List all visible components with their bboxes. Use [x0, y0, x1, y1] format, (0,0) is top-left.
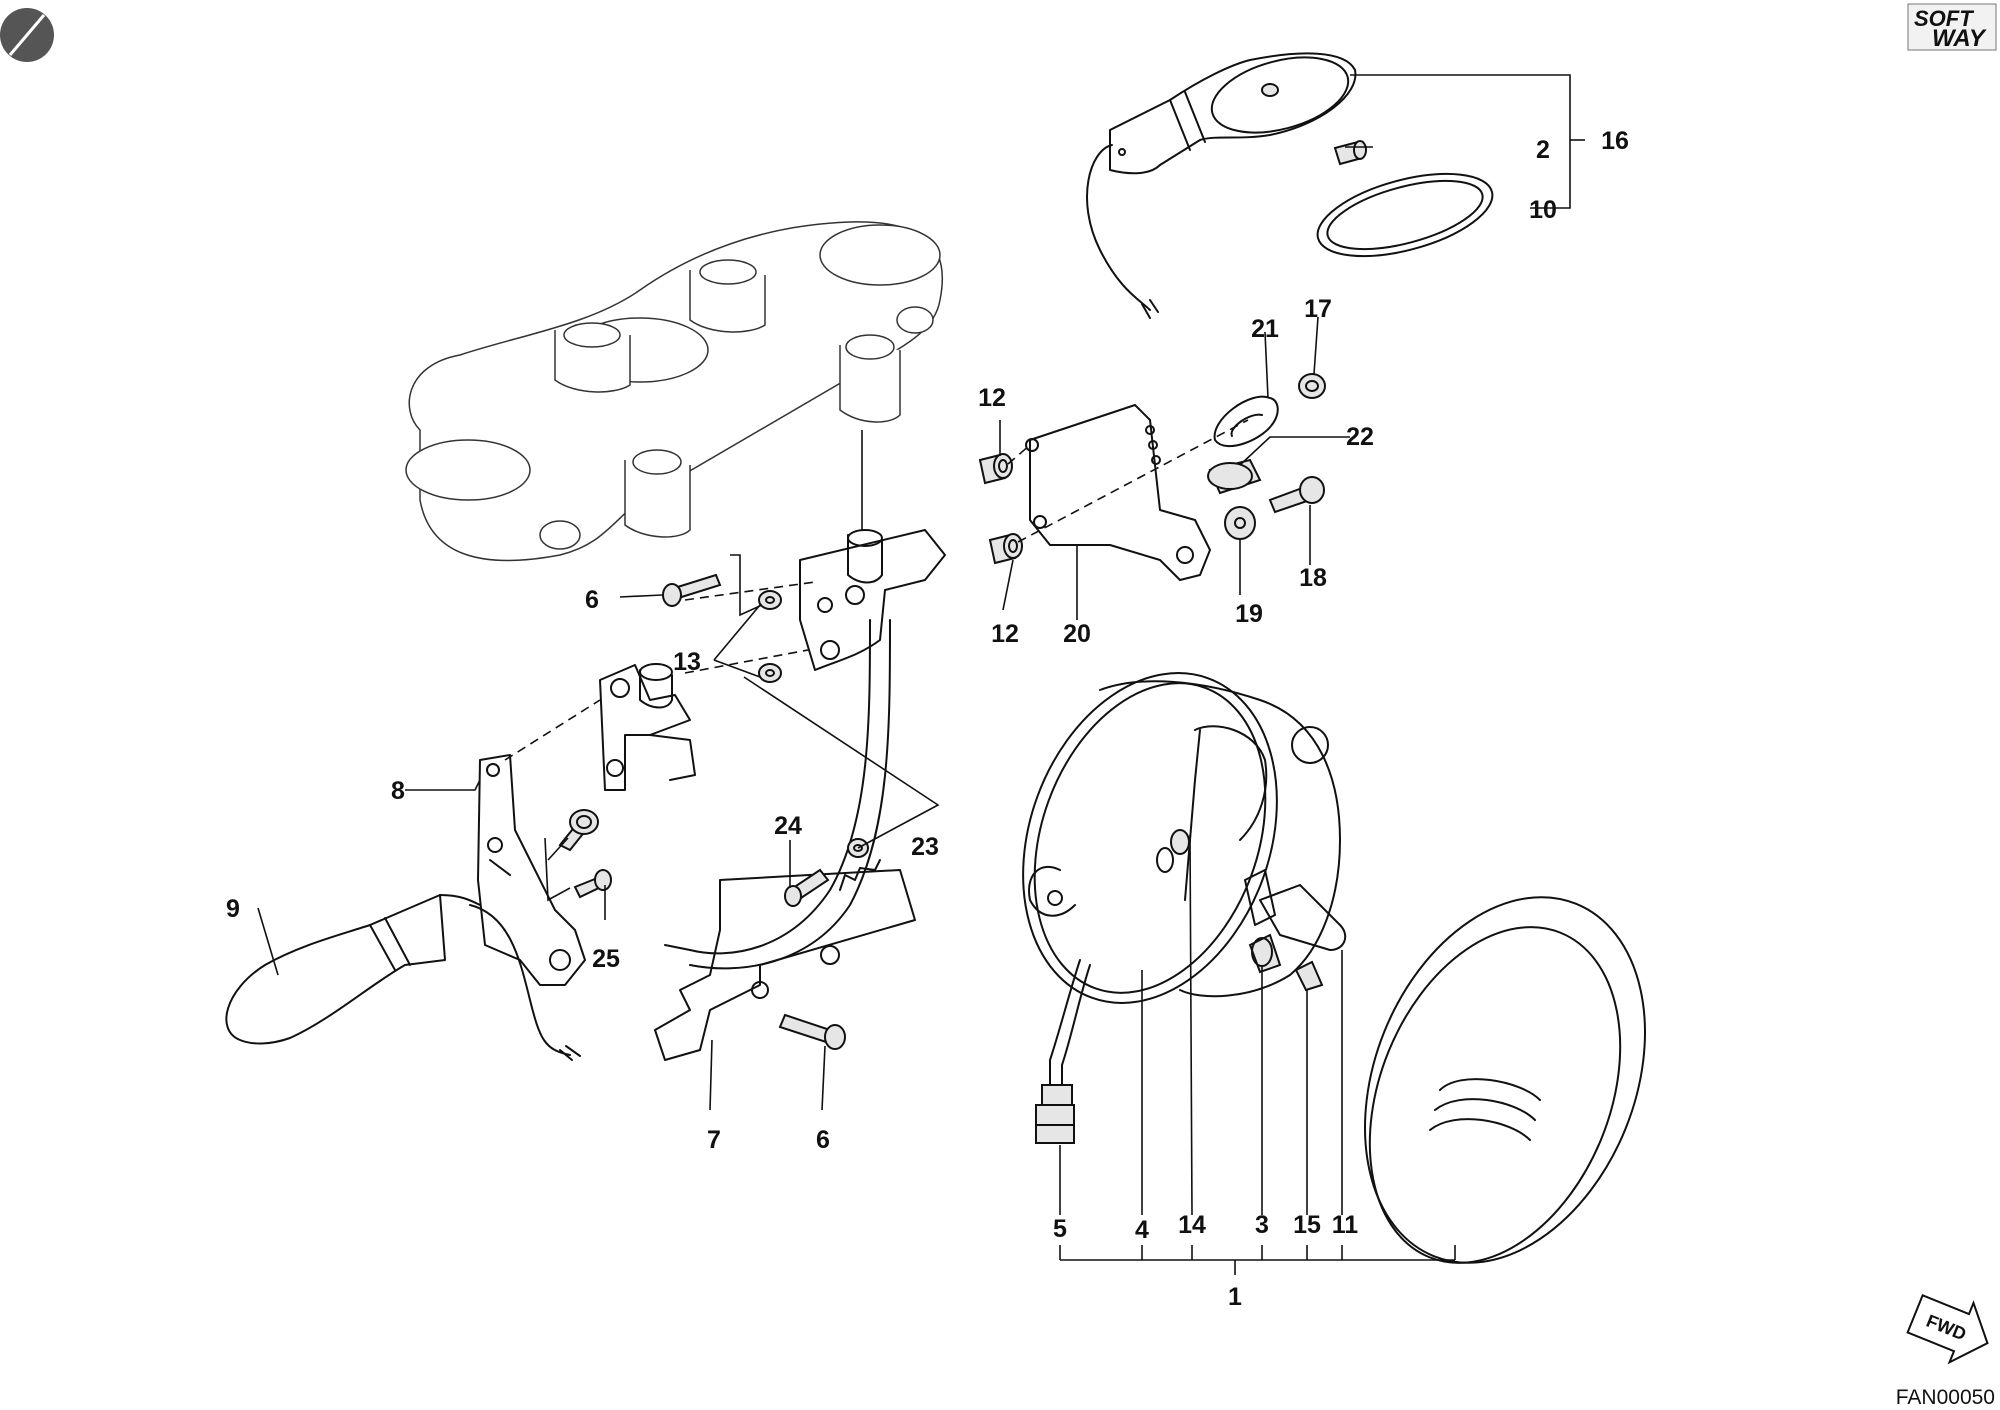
brand-line2: WAY — [1932, 25, 1987, 52]
leader-lines — [257, 74, 1585, 1275]
callout-23: 23 — [911, 833, 939, 861]
washers-13 — [758, 590, 782, 683]
bolt-24 — [784, 868, 830, 907]
callout-15: 15 — [1293, 1211, 1321, 1239]
callout-22: 22 — [1346, 423, 1374, 451]
parking-bulb-15 — [1294, 960, 1324, 992]
grommet-22 — [1207, 458, 1262, 495]
callout-16: 16 — [1601, 127, 1629, 155]
bolt-6-upper — [662, 573, 722, 607]
signal-mount-nut — [558, 809, 599, 852]
bulb-2 — [1333, 140, 1367, 166]
brand-line1: SOFT — [1914, 6, 1974, 31]
nut-17 — [1298, 373, 1326, 399]
callout-6-upper: 6 — [585, 586, 599, 614]
headlight-lens-rim — [1364, 896, 1646, 1264]
brand-logo: SOFT WAY — [1907, 3, 1997, 52]
callout-2: 2 — [1536, 136, 1550, 164]
callout-4: 4 — [1135, 1216, 1149, 1244]
callout-11: 11 — [1332, 1211, 1359, 1239]
callout-3: 3 — [1255, 1211, 1269, 1239]
wire-clip-21 — [1213, 395, 1279, 448]
drawing-code: FAN00050 — [1896, 1386, 1995, 1409]
triple-clamp-ghost — [405, 221, 944, 562]
callout-13: 13 — [673, 648, 701, 676]
bolt-6-lower — [778, 1013, 846, 1050]
headlight-shell-4 — [1022, 672, 1341, 1004]
callout-10: 10 — [1529, 196, 1557, 224]
callout-6-lower: 6 — [816, 1126, 830, 1154]
forward-arrow-icon: FWD — [1906, 1294, 1989, 1365]
washer-19 — [1224, 506, 1256, 540]
callout-25: 25 — [592, 945, 620, 973]
callout-19: 19 — [1235, 600, 1263, 628]
parking-bulb-socket-3 — [1248, 933, 1282, 974]
headlight-bracket-20 — [1025, 404, 1211, 581]
callout-1: 1 — [1228, 1283, 1242, 1311]
callout-17: 17 — [1304, 295, 1332, 323]
turn-signal-16-assembly — [1086, 52, 1357, 319]
grommet-12-lower — [988, 533, 1023, 565]
callout-21: 21 — [1251, 315, 1279, 343]
lens-10 — [1316, 172, 1494, 258]
callout-8: 8 — [391, 777, 405, 805]
callout-5: 5 — [1053, 1215, 1067, 1243]
alignment-lines — [504, 419, 1249, 761]
corner-logo-disc — [0, 8, 54, 62]
callout-7: 7 — [707, 1126, 721, 1154]
headlight-bulb-11 — [1244, 869, 1347, 951]
turn-signal-9 — [225, 894, 581, 1061]
callout-14: 14 — [1178, 1211, 1206, 1239]
turn-signal-bracket-8 — [477, 754, 586, 986]
callout-labels: 1 2 3 4 5 6 6 7 8 9 10 11 12 12 13 14 15… — [226, 127, 1629, 1311]
callout-9: 9 — [226, 895, 240, 923]
bolt-18 — [1268, 476, 1325, 514]
callout-24: 24 — [774, 812, 802, 840]
callout-20: 20 — [1063, 620, 1091, 648]
wiring-connector-5 — [1035, 959, 1091, 1144]
mounting-bracket-7 — [599, 529, 946, 1061]
callout-12-upper: 12 — [978, 384, 1006, 412]
callout-12-lower: 12 — [991, 620, 1019, 648]
grommet-12-upper — [978, 453, 1013, 485]
callout-18: 18 — [1299, 564, 1327, 592]
